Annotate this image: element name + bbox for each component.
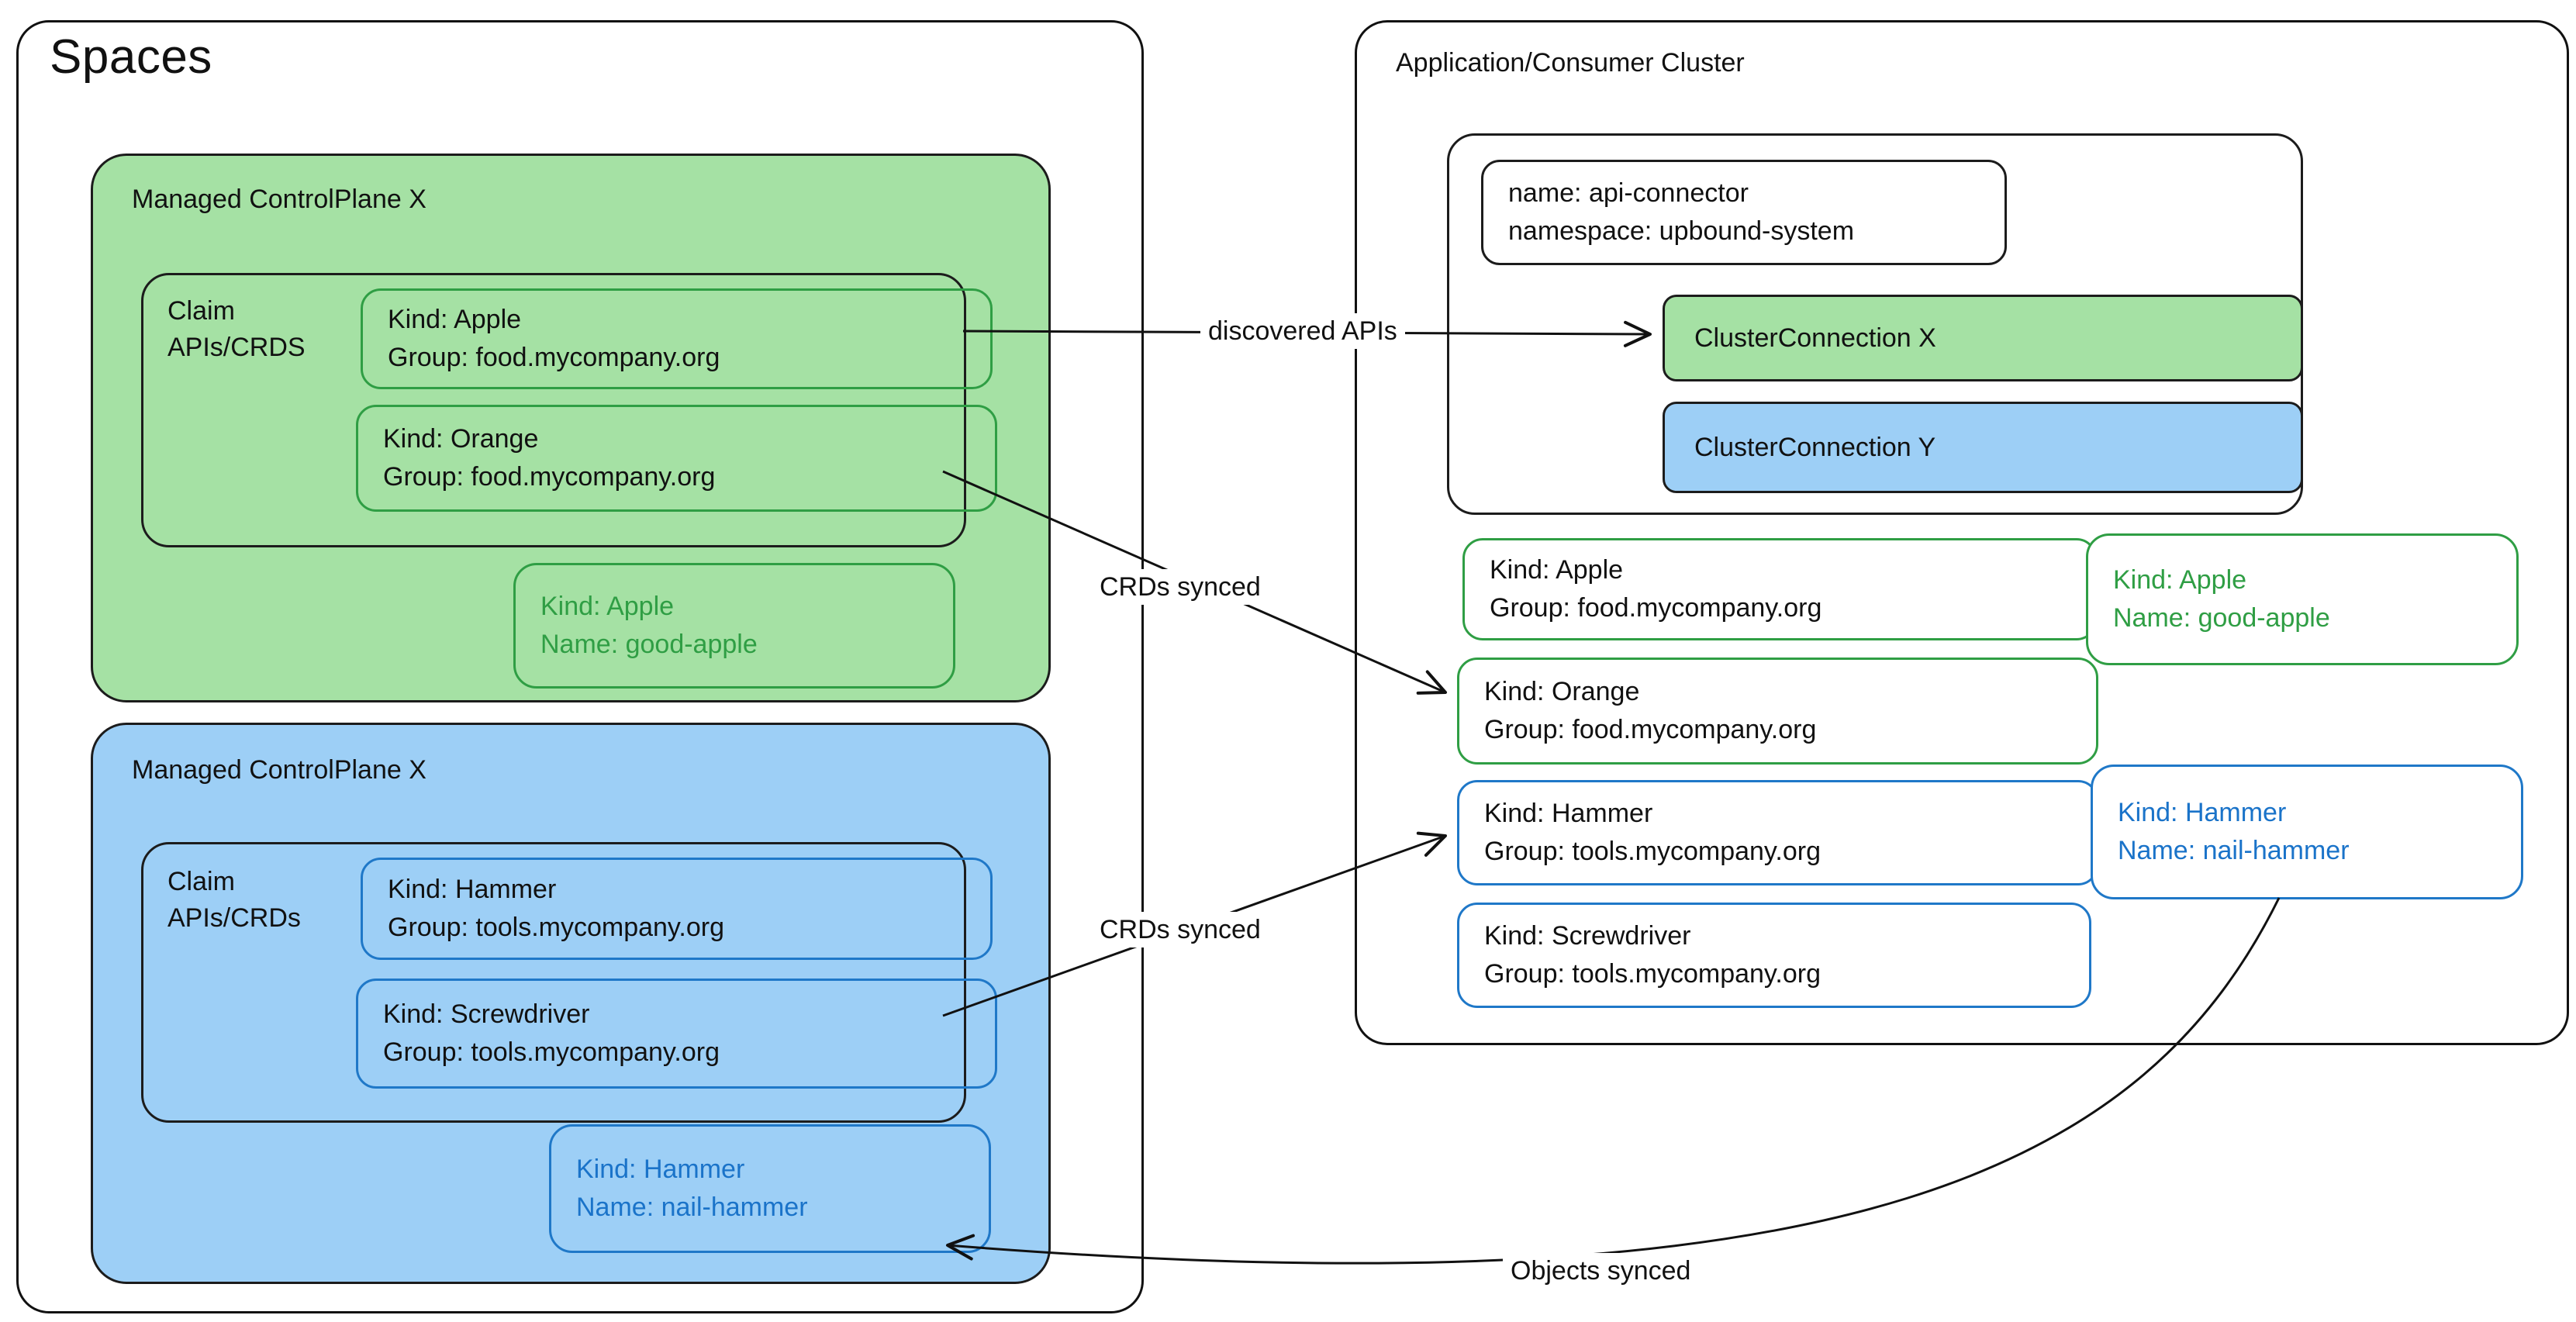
crd-kind: Kind: Orange [383, 424, 539, 454]
crd-kind: Kind: Hammer [1484, 799, 1653, 828]
synced-crd-screwdriver: Kind: Screwdriver Group: tools.mycompany… [1457, 903, 2091, 1008]
crd-group: Group: food.mycompany.org [1484, 715, 1817, 744]
crd-kind: Kind: Screwdriver [383, 999, 590, 1029]
claim-apis-crds-label-blue: Claim APIs/CRDs [167, 864, 301, 937]
synced-crd-hammer: Kind: Hammer Group: tools.mycompany.org [1457, 780, 2098, 885]
connector-name: name: api-connector [1508, 178, 1749, 208]
object-kind: Kind: Apple [2113, 565, 2247, 595]
crd-group: Group: food.mycompany.org [1490, 593, 1822, 623]
synced-object-nail-hammer: Kind: Hammer Name: nail-hammer [2091, 765, 2523, 899]
crd-kind: Kind: Apple [1490, 555, 1624, 585]
crd-kind: Kind: Apple [388, 305, 522, 334]
claim-label-line2: APIs/CRDS [167, 333, 306, 362]
cluster-connection-y-label: ClusterConnection Y [1694, 432, 1936, 462]
consumer-cluster-title: Application/Consumer Cluster [1396, 48, 1745, 78]
synced-object-good-apple: Kind: Apple Name: good-apple [2086, 533, 2519, 665]
crd-group: Group: tools.mycompany.org [388, 913, 724, 942]
object-name: Name: good-apple [2113, 603, 2330, 633]
object-name: Name: good-apple [540, 630, 758, 659]
claim-apis-crds-frame-green [141, 273, 966, 547]
cluster-connection-x: ClusterConnection X [1663, 295, 2303, 381]
object-card-nail-hammer: Kind: Hammer Name: nail-hammer [549, 1124, 991, 1253]
cluster-connection-x-label: ClusterConnection X [1694, 323, 1936, 353]
crd-card-screwdriver: Kind: Screwdriver Group: tools.mycompany… [356, 979, 997, 1089]
synced-crd-orange: Kind: Orange Group: food.mycompany.org [1457, 658, 2098, 765]
managed-controlplane-blue [91, 723, 1051, 1284]
crd-group: Group: food.mycompany.org [388, 343, 720, 372]
crd-kind: Kind: Hammer [388, 875, 557, 904]
label-crds-synced-top: CRDs synced [1092, 569, 1269, 605]
managed-controlplane-green-title: Managed ControlPlane X [132, 185, 426, 214]
cluster-connection-y: ClusterConnection Y [1663, 402, 2303, 493]
connector-namespace: namespace: upbound-system [1508, 216, 1855, 246]
crd-card-apple: Kind: Apple Group: food.mycompany.org [361, 288, 993, 389]
crd-group: Group: tools.mycompany.org [1484, 837, 1821, 866]
crd-kind: Kind: Orange [1484, 677, 1640, 706]
crd-card-hammer: Kind: Hammer Group: tools.mycompany.org [361, 858, 993, 960]
claim-label-line1: Claim [167, 296, 235, 326]
object-kind: Kind: Hammer [576, 1155, 745, 1184]
object-name: Name: nail-hammer [2118, 836, 2350, 865]
crd-group: Group: tools.mycompany.org [1484, 959, 1821, 989]
claim-label-line1: Claim [167, 867, 235, 896]
managed-controlplane-blue-title: Managed ControlPlane X [132, 755, 426, 785]
label-crds-synced-bottom: CRDs synced [1092, 912, 1269, 947]
crd-kind: Kind: Screwdriver [1484, 921, 1691, 951]
label-discovered-apis: discovered APIs [1200, 313, 1405, 349]
managed-controlplane-green [91, 154, 1051, 702]
label-objects-synced: Objects synced [1503, 1253, 1699, 1289]
object-card-good-apple: Kind: Apple Name: good-apple [513, 563, 955, 689]
crd-group: Group: food.mycompany.org [383, 462, 716, 492]
claim-label-line2: APIs/CRDs [167, 903, 301, 933]
api-connector-card: name: api-connector namespace: upbound-s… [1481, 160, 2007, 265]
object-name: Name: nail-hammer [576, 1193, 808, 1222]
claim-apis-crds-label-green: Claim APIs/CRDS [167, 293, 306, 366]
synced-crd-apple: Kind: Apple Group: food.mycompany.org [1462, 538, 2097, 640]
crd-card-orange: Kind: Orange Group: food.mycompany.org [356, 405, 997, 512]
object-kind: Kind: Apple [540, 592, 675, 621]
crd-group: Group: tools.mycompany.org [383, 1037, 720, 1067]
object-kind: Kind: Hammer [2118, 798, 2287, 827]
spaces-title: Spaces [50, 30, 212, 84]
